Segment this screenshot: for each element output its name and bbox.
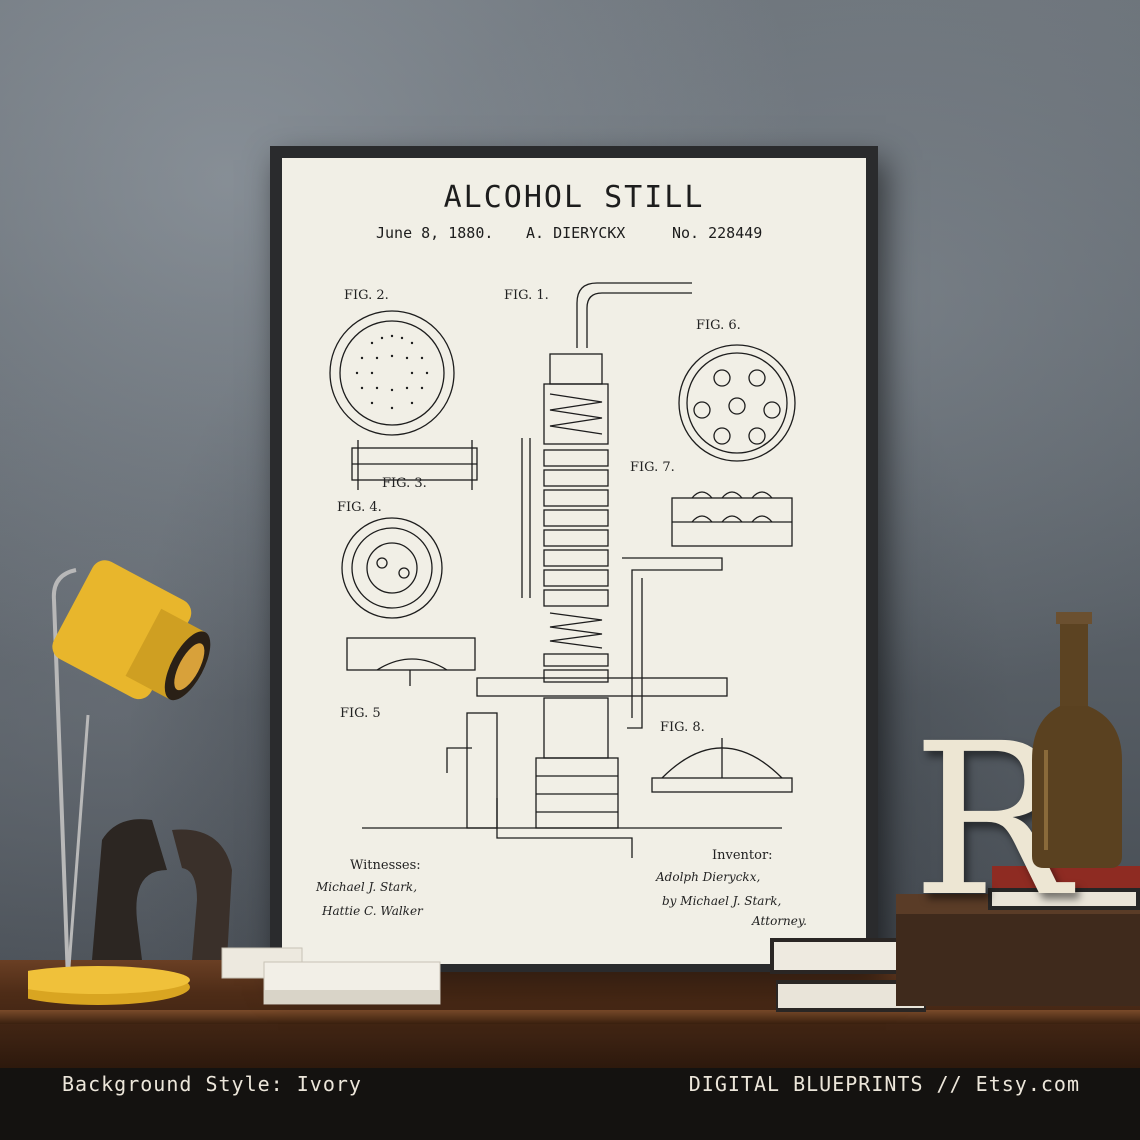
witnesses-label: Witnesses:	[350, 858, 421, 873]
inventor-signature-2: by Michael J. Stark,	[662, 894, 782, 908]
patent-poster: ALCOHOL STILL June 8, 1880. A. DIERYCKX …	[282, 158, 866, 964]
desk-edge	[0, 1010, 1140, 1024]
fig5-label: FIG. 5	[340, 706, 381, 721]
poster-date: June 8, 1880.	[376, 224, 494, 242]
still-patent-drawing	[329, 282, 796, 858]
inventor-signature-1: Adolph Dieryckx,	[656, 870, 761, 884]
poster-title: ALCOHOL STILL	[443, 180, 705, 215]
white-plaster-blocks	[221, 947, 441, 1005]
fig3-label: FIG. 3.	[382, 476, 427, 491]
poster-inventor-name: A. DIERYCKX	[526, 224, 626, 242]
yellow-desk-lamp	[28, 560, 211, 1005]
red-books	[988, 866, 1140, 910]
fig2-label: FIG. 2.	[344, 288, 389, 303]
witness-signature-1: Michael J. Stark,	[316, 880, 418, 894]
fig1-label: FIG. 1.	[504, 288, 549, 303]
brown-glass-bottle	[1032, 612, 1122, 868]
poster-patent-number: No. 228449	[672, 224, 763, 242]
inventor-signature-3: Attorney.	[752, 914, 807, 928]
fig8-label: FIG. 8.	[660, 720, 705, 735]
fig7-label: FIG. 7.	[630, 460, 675, 475]
inventor-label: Inventor:	[712, 848, 773, 863]
fig6-label: FIG. 6.	[696, 318, 741, 333]
fig4-label: FIG. 4.	[337, 500, 382, 515]
iron-horseshoe	[92, 819, 232, 960]
caption-shop: DIGITAL BLUEPRINTS // Etsy.com	[688, 1072, 1080, 1096]
caption-style: Background Style: Ivory	[62, 1072, 362, 1096]
caption-bar	[0, 1068, 1140, 1140]
witness-signature-2: Hattie C. Walker	[322, 904, 423, 918]
